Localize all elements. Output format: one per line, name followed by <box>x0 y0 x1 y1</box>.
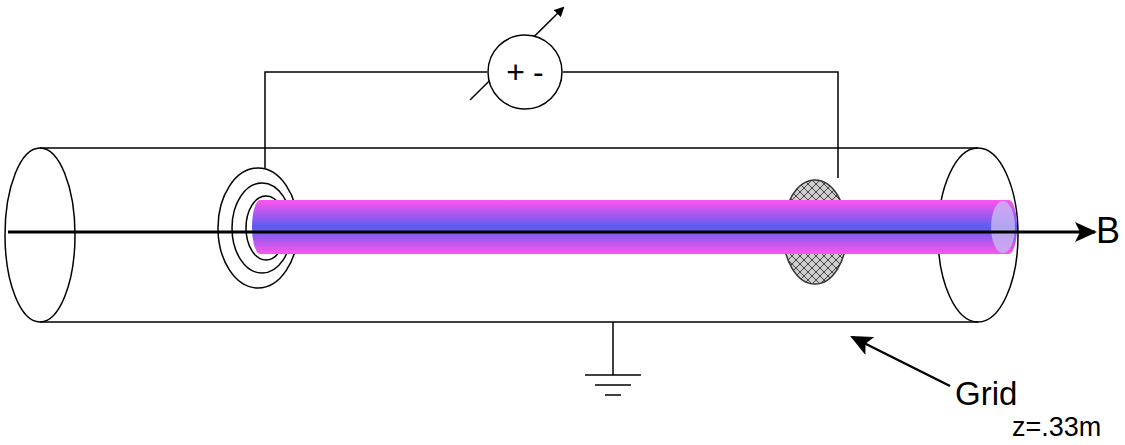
position-label: z=.33m <box>1012 413 1101 443</box>
field-label: B <box>1096 211 1120 251</box>
plus-sign: + <box>506 56 525 88</box>
grid-label: Grid <box>955 376 1017 412</box>
vacuum-chamber <box>5 148 1018 322</box>
ground-symbol <box>585 322 641 395</box>
magnetic-field-line <box>8 231 1095 234</box>
grid-leader <box>852 337 950 386</box>
voltage-source: +- <box>487 34 563 110</box>
plasma-column <box>252 200 1017 254</box>
minus-sign: - <box>533 56 544 88</box>
plasma-end <box>991 201 1015 253</box>
